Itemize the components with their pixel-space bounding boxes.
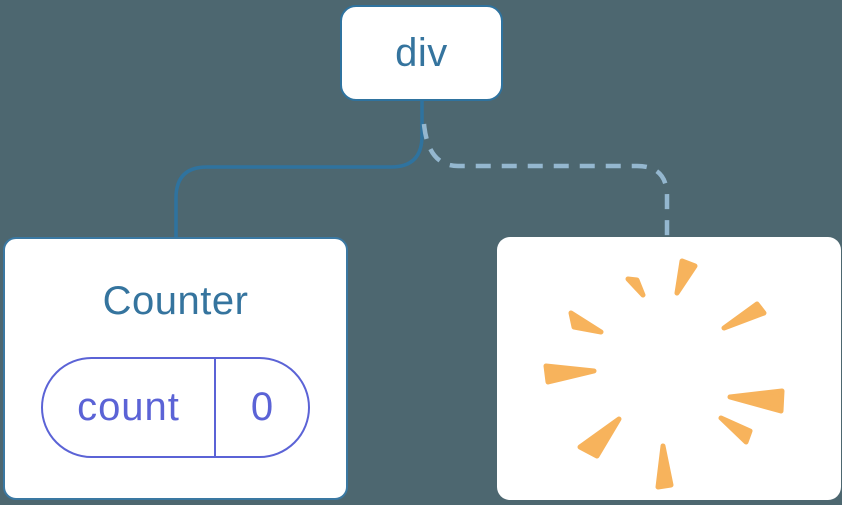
poof-icon — [543, 258, 785, 490]
poof-ray — [577, 416, 622, 459]
counter-title: Counter — [102, 279, 249, 323]
counter-card: Counter count 0 — [3, 237, 348, 500]
poof-ray — [568, 310, 604, 335]
poof-ray — [655, 443, 674, 490]
dashed-edge-to-removed — [421, 123, 670, 237]
poof-ray — [625, 276, 646, 298]
poof-ray — [543, 363, 597, 385]
root-node-div: div — [340, 5, 503, 101]
solid-edge-to-counter — [174, 101, 424, 237]
state-value: 0 — [214, 359, 308, 456]
poof-ray — [721, 301, 767, 331]
poof-ray — [718, 415, 753, 445]
poof-ray — [674, 258, 698, 296]
state-pill: count 0 — [41, 357, 310, 458]
poof-ray — [727, 388, 785, 414]
removed-card — [497, 237, 841, 500]
root-node-label: div — [395, 30, 448, 75]
state-key: count — [77, 385, 180, 429]
